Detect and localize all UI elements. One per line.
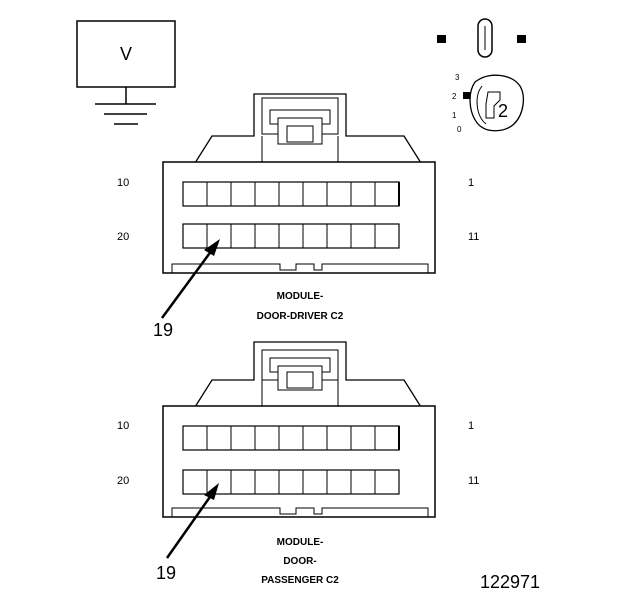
ground-icon xyxy=(95,103,156,125)
pointer-label-19: 19 xyxy=(153,320,173,340)
pin-label-20: 20 xyxy=(117,231,129,243)
connector-name-line-1: MODULE- xyxy=(277,291,324,302)
connector-passenger: 10 1 20 11 19 MODULE- DOOR- PASSENGER C2 xyxy=(117,341,479,586)
selector-position-1: 1 xyxy=(452,111,457,120)
pin-label-11: 11 xyxy=(468,475,479,487)
pointer-arrow-icon xyxy=(160,239,220,319)
pin-grid xyxy=(206,182,400,248)
pin-label-20: 20 xyxy=(117,475,129,487)
voltmeter-symbol: V xyxy=(76,20,176,125)
connector-name-line-2: DOOR-DRIVER C2 xyxy=(257,311,344,322)
connector-name-line-1: MODULE- xyxy=(277,537,324,548)
selector-position-3: 3 xyxy=(455,73,460,82)
selector-position-0: 0 xyxy=(457,125,462,134)
selector-switch-icon: 3 2 1 0 2 xyxy=(437,18,526,134)
figure-number: 122971 xyxy=(480,572,540,592)
pin-label-11: 11 xyxy=(468,231,479,243)
pointer-arrow-icon xyxy=(165,483,219,559)
pin-label-1: 1 xyxy=(468,420,474,432)
connector-driver: 10 1 20 11 19 MODULE- DOOR-DRIVER C2 xyxy=(117,93,479,340)
pin-grid xyxy=(206,426,400,494)
pointer-label-19: 19 xyxy=(156,563,176,583)
pin-label-10: 10 xyxy=(117,420,129,432)
voltmeter-label: V xyxy=(120,44,132,64)
connector-name-line-3: PASSENGER C2 xyxy=(261,575,339,586)
selector-position-2: 2 xyxy=(452,92,457,101)
connector-name-line-2: DOOR- xyxy=(283,556,316,567)
selector-setting: 2 xyxy=(498,101,508,121)
pin-label-10: 10 xyxy=(117,177,129,189)
pin-label-1: 1 xyxy=(468,177,474,189)
